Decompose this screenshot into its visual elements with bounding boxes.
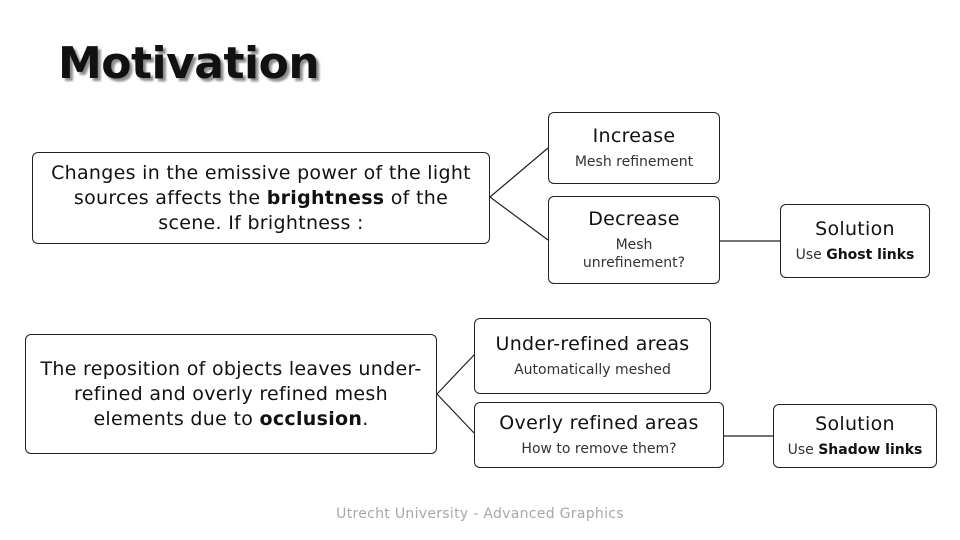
occlusion-root-text: The reposition of objects leaves under-r… xyxy=(40,357,422,430)
solution1-heading: Solution xyxy=(815,218,895,240)
shadow-links-solution-node: Solution Use Shadow links xyxy=(773,404,937,468)
increase-heading: Increase xyxy=(592,125,676,147)
slide-title: Motivation xyxy=(58,38,320,89)
overly-refined-subtext: How to remove them? xyxy=(521,441,677,457)
decrease-node: Decrease Mesh unrefinement? xyxy=(548,196,720,284)
ghost-links-solution-node: Solution Use Ghost links xyxy=(780,204,930,278)
increase-node: Increase Mesh refinement xyxy=(548,112,720,184)
connector-root1-decrease xyxy=(489,196,549,241)
connector-root1-increase xyxy=(489,147,549,198)
overly-refined-heading: Overly refined areas xyxy=(499,412,699,434)
under-refined-subtext: Automatically meshed xyxy=(514,362,671,378)
solution2-heading: Solution xyxy=(815,413,895,435)
solution1-subtext: Use Ghost links xyxy=(795,247,915,263)
decrease-heading: Decrease xyxy=(588,208,680,230)
connector-root2-under xyxy=(436,354,475,395)
increase-subtext: Mesh refinement xyxy=(574,154,694,170)
footer-text: Utrecht University - Advanced Graphics xyxy=(336,506,624,522)
solution2-subtext: Use Shadow links xyxy=(787,442,923,458)
connector-root2-overly xyxy=(436,393,475,434)
shadow-links-keyword: Shadow links xyxy=(818,442,923,458)
under-refined-node: Under-refined areas Automatically meshed xyxy=(474,318,711,394)
occlusion-keyword: occlusion xyxy=(259,407,363,430)
overly-refined-node: Overly refined areas How to remove them? xyxy=(474,402,724,468)
decrease-subtext: Mesh unrefinement? xyxy=(582,237,686,271)
brightness-root-node: Changes in the emissive power of the lig… xyxy=(32,152,490,244)
under-refined-heading: Under-refined areas xyxy=(495,333,690,355)
brightness-keyword: brightness xyxy=(266,186,385,209)
ghost-links-keyword: Ghost links xyxy=(826,247,915,263)
brightness-root-text: Changes in the emissive power of the lig… xyxy=(51,161,471,234)
occlusion-root-node: The reposition of objects leaves under-r… xyxy=(25,334,437,454)
